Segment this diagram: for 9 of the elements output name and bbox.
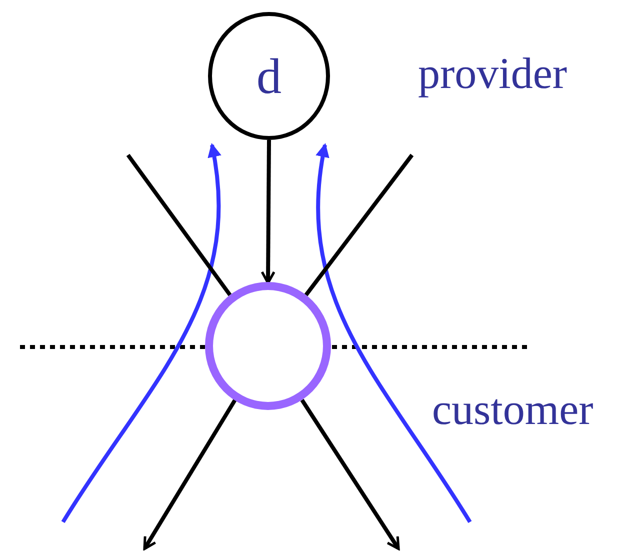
arrow: [143, 398, 237, 550]
router-circle: [205, 282, 331, 410]
node-label: d: [256, 51, 282, 101]
arrow: [300, 398, 400, 550]
destination-circle: [208, 12, 330, 140]
region-label: customer: [432, 388, 594, 432]
region-label: provider: [418, 52, 568, 96]
line: [304, 154, 414, 296]
line: [126, 154, 232, 296]
